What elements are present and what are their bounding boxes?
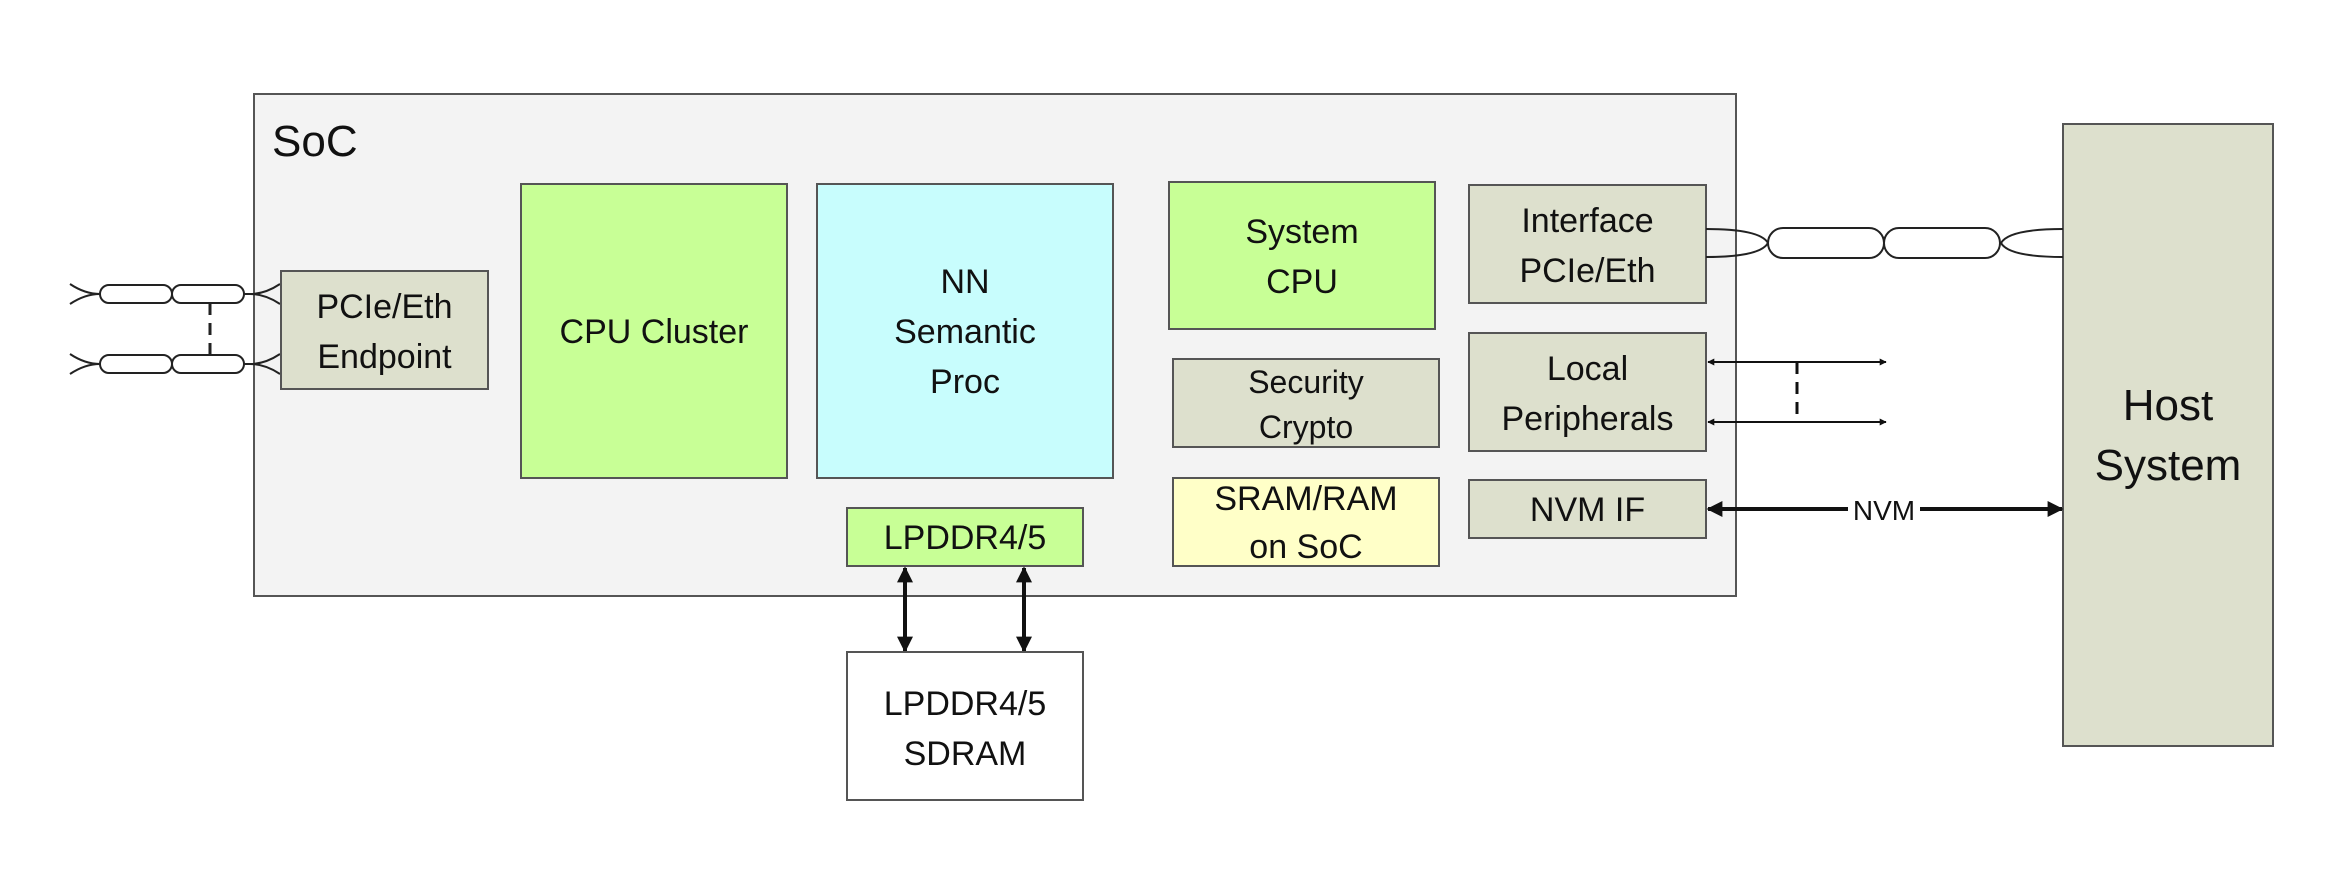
soc-label: SoC — [272, 117, 358, 166]
nn-proc-label-1: NN — [940, 263, 989, 301]
host-serial-link — [1705, 227, 2064, 259]
nvm-link-label: NVM — [1853, 495, 1915, 526]
system-cpu-label-2: CPU — [1266, 263, 1338, 301]
security-crypto-label-2: Crypto — [1259, 409, 1353, 445]
pcie-endpoint-label-2: Endpoint — [317, 338, 452, 376]
sram-block — [1172, 477, 1440, 567]
local-peripheral-links — [1707, 358, 1887, 426]
system-cpu-block — [1168, 181, 1436, 330]
lpddr-links — [897, 566, 1032, 653]
host-system-label-1: Host — [2123, 381, 2213, 430]
cpu-cluster-label: CPU Cluster — [560, 313, 749, 351]
lpddr-controller-label: LPDDR4/5 — [884, 519, 1047, 557]
sram-label-1: SRAM/RAM — [1214, 480, 1397, 518]
nn-proc-label-3: Proc — [930, 363, 1000, 401]
pcie-endpoint-block — [280, 270, 489, 390]
system-cpu-label-1: System — [1245, 213, 1358, 251]
local-peripherals-block — [1468, 332, 1707, 452]
local-peripherals-label-1: Local — [1547, 350, 1628, 388]
left-link-top — [69, 283, 281, 305]
nn-proc-block — [816, 183, 1114, 479]
lpddr-sdram-block — [846, 651, 1084, 801]
lpddr-sdram-label-2: SDRAM — [904, 735, 1027, 773]
interface-label-1: Interface — [1521, 202, 1653, 240]
interface-label-2: PCIe/Eth — [1519, 252, 1655, 290]
host-system-block — [2062, 123, 2274, 747]
nvm-if-label: NVM IF — [1530, 491, 1645, 529]
nvm-if-block — [1468, 479, 1707, 539]
security-crypto-label-1: Security — [1248, 364, 1364, 400]
cpu-cluster-block — [520, 183, 788, 479]
sram-label-2: on SoC — [1249, 528, 1362, 566]
nn-proc-label-2: Semantic — [894, 313, 1036, 351]
security-crypto-block — [1172, 358, 1440, 448]
interface-block — [1468, 184, 1707, 304]
host-system-label-2: System — [2095, 441, 2242, 490]
lpddr-sdram-label-1: LPDDR4/5 — [884, 685, 1047, 723]
lpddr-controller-block — [846, 507, 1084, 567]
pcie-endpoint-label-1: PCIe/Eth — [316, 288, 452, 326]
left-serial-links — [69, 283, 281, 375]
left-link-bottom — [69, 353, 281, 375]
local-peripherals-label-2: Peripherals — [1502, 400, 1674, 438]
nvm-link: NVM — [1706, 495, 2064, 526]
